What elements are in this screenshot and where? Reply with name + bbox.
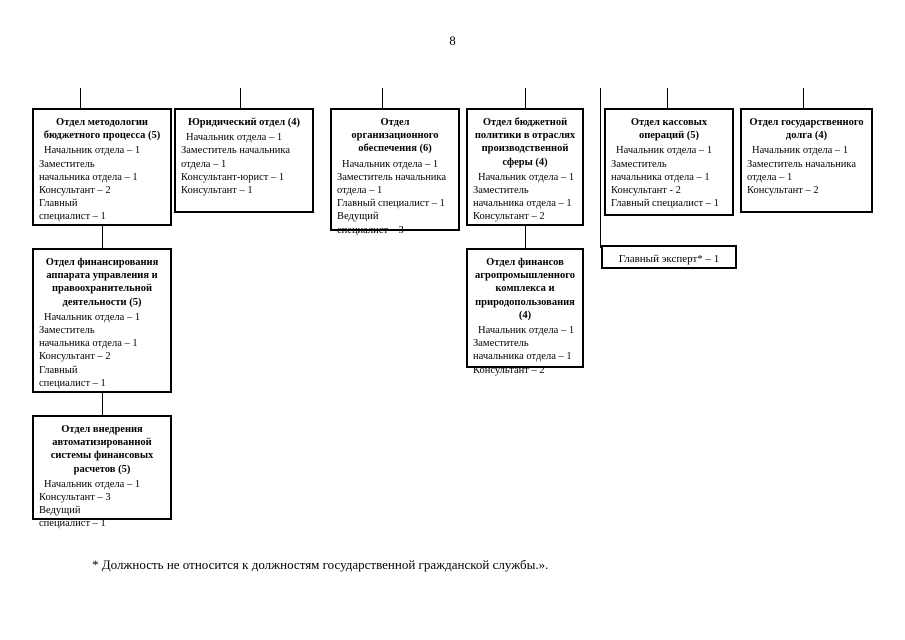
staff-line: Начальник отдела – 1: [44, 311, 141, 323]
staff-line: Консультант – 2: [39, 351, 111, 363]
box-staff-list: Начальник отдела – 1 Заместитель начальн…: [181, 131, 307, 197]
org-box-organizacionnogo-obespecheniya[interactable]: Отдел организационного обеспечения (6) Н…: [330, 108, 460, 236]
staff-line: Консультант – 2: [39, 185, 111, 197]
box-title: Отдел кассовых операций (5): [630, 117, 708, 142]
staff-line: Заместитель: [473, 185, 529, 197]
org-box-gosudarstvennogo-dolga[interactable]: Отдел государственного долга (4) Начальн…: [740, 108, 873, 213]
staff-line: Заместитель: [39, 158, 95, 170]
box-title: Отдел финансов агропромышленного комплек…: [475, 257, 575, 321]
staff-line: Главный: [39, 198, 78, 210]
staff-line: Главный специалист – 1: [611, 198, 719, 210]
staff-line: начальника отдела – 1: [473, 351, 572, 363]
box-title: Отдел бюджетной политики в отраслях прои…: [474, 117, 576, 168]
staff-line: Главный: [39, 364, 78, 376]
box-title: Отдел внедрения автоматизированной систе…: [50, 424, 154, 475]
staff-line: Начальник отдела – 1: [752, 145, 849, 157]
staff-line: Заместитель начальника: [181, 145, 291, 157]
connector-trunk-glavnyy-ekspert: [600, 88, 601, 248]
box-title: Главный эксперт* – 1: [618, 253, 720, 265]
staff-line: Заместитель: [611, 158, 667, 170]
staff-line: специалист – 3: [337, 224, 404, 236]
staff-line: Консультант-юрист – 1: [181, 171, 285, 183]
box-staff-list: Начальник отдела – 1 Заместитель начальн…: [611, 144, 727, 210]
box-staff-list: Начальник отдела – 1 Заместитель начальн…: [473, 324, 577, 377]
staff-line: Начальник отдела – 1: [616, 145, 713, 157]
org-box-yuridicheskiy-otdel[interactable]: Юридический отдел (4) Начальник отдела –…: [174, 108, 314, 213]
connector-left-col-2-to-3: [102, 393, 103, 415]
staff-line: начальника отдела – 1: [39, 171, 138, 183]
staff-line: Начальник отдела – 1: [186, 132, 283, 144]
box-staff-list: Начальник отдела – 1 Консультант – 3 Вед…: [39, 478, 165, 531]
staff-line: Консультант – 2: [473, 211, 545, 223]
staff-line: отдела – 1: [337, 185, 383, 197]
box-title: Отдел организационного обеспечения (6): [351, 117, 439, 155]
org-box-finansirovaniya-apparata-upravleniya[interactable]: Отдел финансирования аппарата управления…: [32, 248, 172, 393]
connector-stub-box-1: [80, 88, 81, 108]
org-box-glavnyy-ekspert[interactable]: Главный эксперт* – 1: [601, 245, 737, 269]
staff-line: Начальник отдела – 1: [44, 145, 141, 157]
org-box-kassovyh-operaciy[interactable]: Отдел кассовых операций (5) Начальник от…: [604, 108, 734, 216]
staff-line: Консультант - 2: [611, 185, 681, 197]
staff-line: начальника отдела – 1: [39, 338, 138, 350]
staff-line: Заместитель начальника: [337, 171, 447, 183]
page-number: 8: [449, 33, 456, 48]
box-staff-list: Начальник отдела – 1 Заместитель начальн…: [473, 171, 577, 224]
staff-line: Главный специалист – 1: [337, 198, 445, 210]
box-title: Юридический отдел (4): [187, 117, 301, 128]
staff-line: специалист – 1: [39, 377, 106, 389]
org-box-byudzhetnoy-politiki[interactable]: Отдел бюджетной политики в отраслях прои…: [466, 108, 584, 226]
connector-stub-box-3: [382, 88, 383, 108]
box-title: Отдел финансирования аппарата управления…: [45, 257, 159, 308]
staff-line: Заместитель: [39, 325, 95, 337]
staff-line: Заместитель: [473, 338, 529, 350]
staff-line: Консультант – 3: [39, 492, 111, 504]
org-box-finansov-agropromyshlennogo-kompleksa[interactable]: Отдел финансов агропромышленного комплек…: [466, 248, 584, 376]
staff-line: Начальник отдела – 1: [342, 158, 439, 170]
staff-line: Консультант – 2: [473, 364, 545, 376]
staff-line: Начальник отдела – 1: [478, 325, 575, 337]
connector-left-col-1-to-2: [102, 226, 103, 248]
staff-line: отдела – 1: [747, 171, 793, 183]
staff-line: Ведущий: [337, 211, 379, 223]
staff-line: Консультант – 1: [181, 185, 253, 197]
staff-line: начальника отдела – 1: [611, 171, 710, 183]
connector-stub-box-2: [240, 88, 241, 108]
staff-line: отдела – 1: [181, 158, 227, 170]
connector-box4-to-agro: [525, 226, 526, 248]
staff-line: Начальник отдела – 1: [478, 171, 575, 183]
connector-stub-box-5: [667, 88, 668, 108]
staff-line: начальника отдела – 1: [473, 198, 572, 210]
box-title: Отдел методологии бюджетного процесса (5…: [43, 117, 161, 142]
connector-stub-box-6: [803, 88, 804, 108]
box-staff-list: Начальник отдела – 1 Заместитель начальн…: [337, 158, 453, 237]
box-staff-list: Начальник отдела – 1 Заместитель начальн…: [39, 144, 165, 223]
org-box-vnedreniya-avtomatizirovannoy-sistemy[interactable]: Отдел внедрения автоматизированной систе…: [32, 415, 172, 529]
connector-stub-box-4: [525, 88, 526, 108]
box-staff-list: Начальник отдела – 1 Заместитель начальн…: [39, 311, 165, 390]
staff-line: специалист – 1: [39, 211, 106, 223]
box-staff-list: Начальник отдела – 1 Заместитель начальн…: [747, 144, 866, 197]
staff-line: Консультант – 2: [747, 185, 819, 197]
box-title: Отдел государственного долга (4): [749, 117, 864, 142]
staff-line: Ведущий: [39, 505, 81, 517]
staff-line: специалист – 1: [39, 518, 106, 530]
org-box-metodologii-byudzhetnogo-processa[interactable]: Отдел методологии бюджетного процесса (5…: [32, 108, 172, 226]
staff-line: Начальник отдела – 1: [44, 478, 141, 490]
footnote-text: * Должность не относится к должностям го…: [92, 557, 549, 572]
staff-line: Заместитель начальника: [747, 158, 857, 170]
